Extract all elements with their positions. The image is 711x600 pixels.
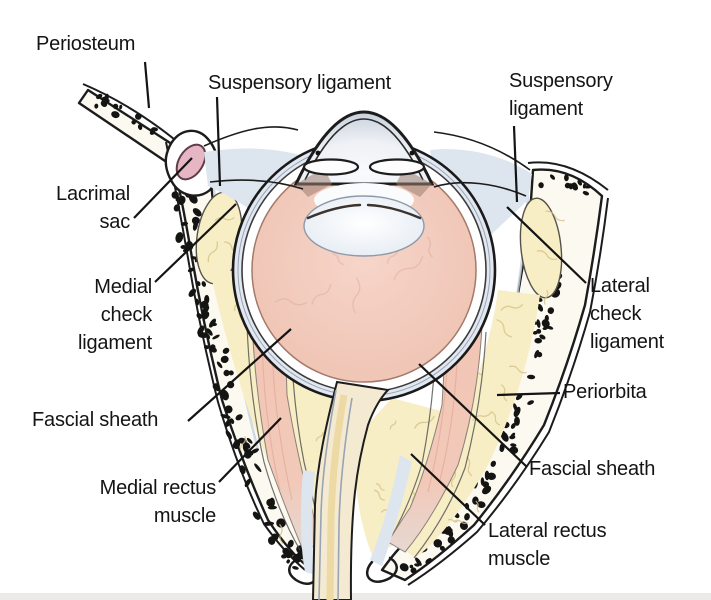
scan-edge-strip xyxy=(0,593,711,600)
optic-nerve-core xyxy=(326,394,348,600)
periosteum-offset-line-left xyxy=(165,141,306,571)
leader-medial-rectus xyxy=(218,417,282,483)
label-fascial-sheath-left: Fascial sheath xyxy=(32,409,159,431)
leader-suspensory-right xyxy=(512,125,519,203)
sheath-sliver-lateral xyxy=(370,455,412,566)
muscle-sheath-line xyxy=(413,331,487,559)
suspensory-ligament-lateral-fascia xyxy=(430,149,532,238)
bone-speckles-left xyxy=(171,183,311,570)
iris-right xyxy=(368,158,426,176)
sheath-sliver-medial xyxy=(300,470,316,575)
lens-rim-left xyxy=(306,203,362,220)
leader-fascial-sheath-right xyxy=(418,363,528,468)
bone-speckles-right-rim xyxy=(538,174,592,196)
muscle-striation xyxy=(261,339,281,491)
lens-rim-right xyxy=(366,203,422,220)
periosteum-outer-line-left xyxy=(82,83,175,140)
nerve-sheath-line xyxy=(318,389,337,600)
label-periosteum: Periosteum xyxy=(36,33,136,55)
fascia-upper-line-left xyxy=(203,126,299,147)
leader-periosteum xyxy=(143,61,151,109)
extraocular-muscles xyxy=(246,320,487,559)
leader-fascial-sheath-left xyxy=(187,328,292,422)
label-periorbita: Periorbita xyxy=(563,381,647,403)
leader-lacrimal-sac xyxy=(133,157,193,219)
bone-speckles-left-top xyxy=(94,93,158,135)
leader-lines xyxy=(133,61,587,526)
leader-medial-check xyxy=(154,203,237,283)
leader-periorbita xyxy=(496,391,561,397)
optic-nerve xyxy=(311,380,391,600)
iris-left xyxy=(302,158,360,176)
detail-dot xyxy=(409,150,415,156)
fascia-upper-line-right xyxy=(433,131,531,171)
periosteum-offset-line-right xyxy=(407,197,609,586)
periosteum-outer-line-right xyxy=(527,161,609,191)
label-fascial-sheath-right: Fascial sheath xyxy=(529,458,656,480)
detail-dot xyxy=(315,150,321,156)
leader-suspensory-center xyxy=(215,96,222,187)
leader-lateral-check xyxy=(506,206,587,284)
lateral-wall-tip-curl xyxy=(365,556,398,583)
orbital-margin-band-left xyxy=(77,88,180,165)
anterior-segment xyxy=(293,110,435,257)
lacrimal-sac-shape xyxy=(175,143,207,181)
leader-lateral-rectus xyxy=(410,453,486,526)
nerve-sheath-line xyxy=(337,397,353,600)
lens xyxy=(303,195,425,257)
label-suspensory-center: Suspensory ligament xyxy=(208,72,391,94)
